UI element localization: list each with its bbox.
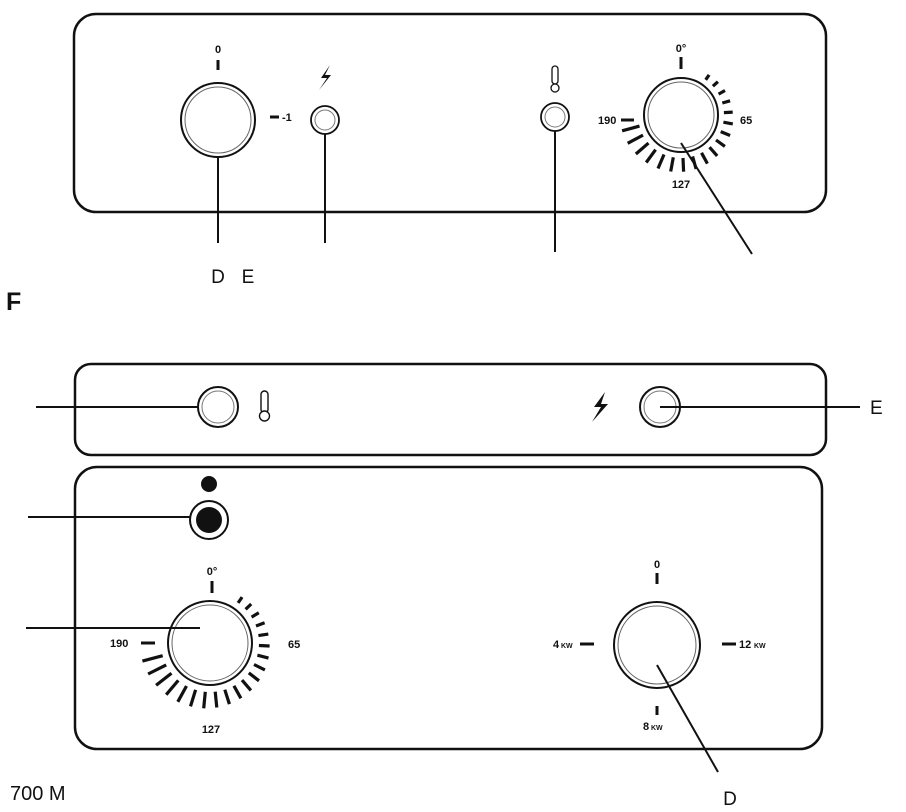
scale-tick (141, 654, 164, 663)
scale-tick (708, 146, 719, 157)
scale-tick (164, 679, 180, 696)
scale-tick (202, 691, 207, 709)
scale-tick (253, 663, 266, 672)
thermostat-scale-ticks (621, 73, 734, 172)
scale-tick (644, 148, 657, 164)
leader-line-power-knob-bottom (656, 664, 719, 773)
scale-tick (236, 596, 244, 604)
bottom-control-panel (73, 465, 824, 751)
scale-tick (717, 89, 726, 96)
scale-tick (244, 602, 253, 611)
scale-tick (223, 689, 231, 705)
scale-tick (247, 671, 260, 683)
scale-tick (723, 110, 733, 115)
thermostat-zero-label: 0° (676, 43, 687, 55)
scale-tick (188, 689, 198, 707)
scale-tick (621, 124, 640, 133)
power-12kw-unit: KW (754, 643, 766, 650)
scale-tick (626, 133, 644, 145)
scale-tick (656, 153, 666, 170)
leader-line-thermostat-knob (680, 142, 753, 255)
thermostat-127-label: 127 (672, 179, 690, 191)
pilot-indicator-dot (201, 476, 217, 492)
top-control-panel (72, 12, 828, 214)
scale-tick (155, 672, 173, 687)
scale-tick (723, 120, 734, 126)
thermostat-127-label-bottom: 127 (202, 724, 220, 736)
scale-tick (240, 679, 253, 692)
thermometer-icon (258, 390, 271, 422)
scale-tick (176, 685, 188, 703)
power-zero-label-bottom: 0 (654, 559, 660, 571)
thermostat-knob[interactable] (643, 77, 719, 153)
scale-tick (147, 663, 167, 676)
scale-tick (258, 643, 270, 648)
power-12kw-label: 12 (739, 639, 751, 651)
callout-e-bottom: E (870, 398, 883, 419)
lightning-icon (592, 392, 608, 422)
scale-tick (258, 632, 269, 638)
thermostat-indicator-lamp (540, 102, 570, 132)
power-selector-knob[interactable] (180, 82, 256, 158)
power-indicator-lamp (310, 105, 340, 135)
power-8kw-unit: KW (651, 725, 663, 732)
scale-tick (232, 685, 243, 700)
scale-tick (213, 691, 219, 708)
thermostat-190-label-bottom: 190 (110, 638, 128, 650)
figure-label: F (6, 288, 21, 316)
thermostat-190-label: 190 (598, 115, 616, 127)
indicator-strip-panel (73, 362, 828, 457)
thermometer-icon (550, 65, 560, 93)
model-label: 700 M (10, 783, 66, 805)
power-zero-label: 0 (215, 44, 221, 56)
callout-d-bottom: D (723, 789, 737, 810)
thermostat-zero-label-bottom: 0° (207, 566, 218, 578)
scale-tick (681, 157, 686, 172)
scale-tick (250, 611, 260, 619)
power-8kw-label: 8 (643, 721, 649, 733)
pilot-push-button[interactable] (189, 500, 229, 540)
scale-tick (721, 99, 731, 105)
scale-tick (715, 138, 726, 148)
scale-tick (256, 653, 269, 660)
thermostat-knob-bottom[interactable] (167, 600, 253, 686)
thermostat-65-label: 65 (740, 115, 752, 127)
scale-tick (700, 152, 709, 165)
thermostat-65-label-bottom: 65 (288, 639, 300, 651)
lightning-icon (319, 65, 331, 90)
scale-tick (720, 130, 731, 137)
scale-tick (634, 141, 650, 156)
scale-tick (255, 621, 266, 628)
scale-tick (669, 157, 675, 172)
thermostat-scale-ticks-bottom (141, 596, 270, 709)
power-4kw-label: 4 (553, 639, 560, 651)
callout-d-top: D (211, 267, 225, 288)
power-selector-knob-bottom[interactable] (613, 601, 701, 689)
scale-tick (704, 73, 711, 81)
power-4kw-unit: KW (561, 643, 573, 650)
callout-e-top: E (242, 267, 255, 288)
thermostat-indicator-lamp-bottom (197, 386, 239, 428)
scale-tick (711, 80, 719, 88)
power-minus-one-label: -1 (282, 112, 292, 124)
